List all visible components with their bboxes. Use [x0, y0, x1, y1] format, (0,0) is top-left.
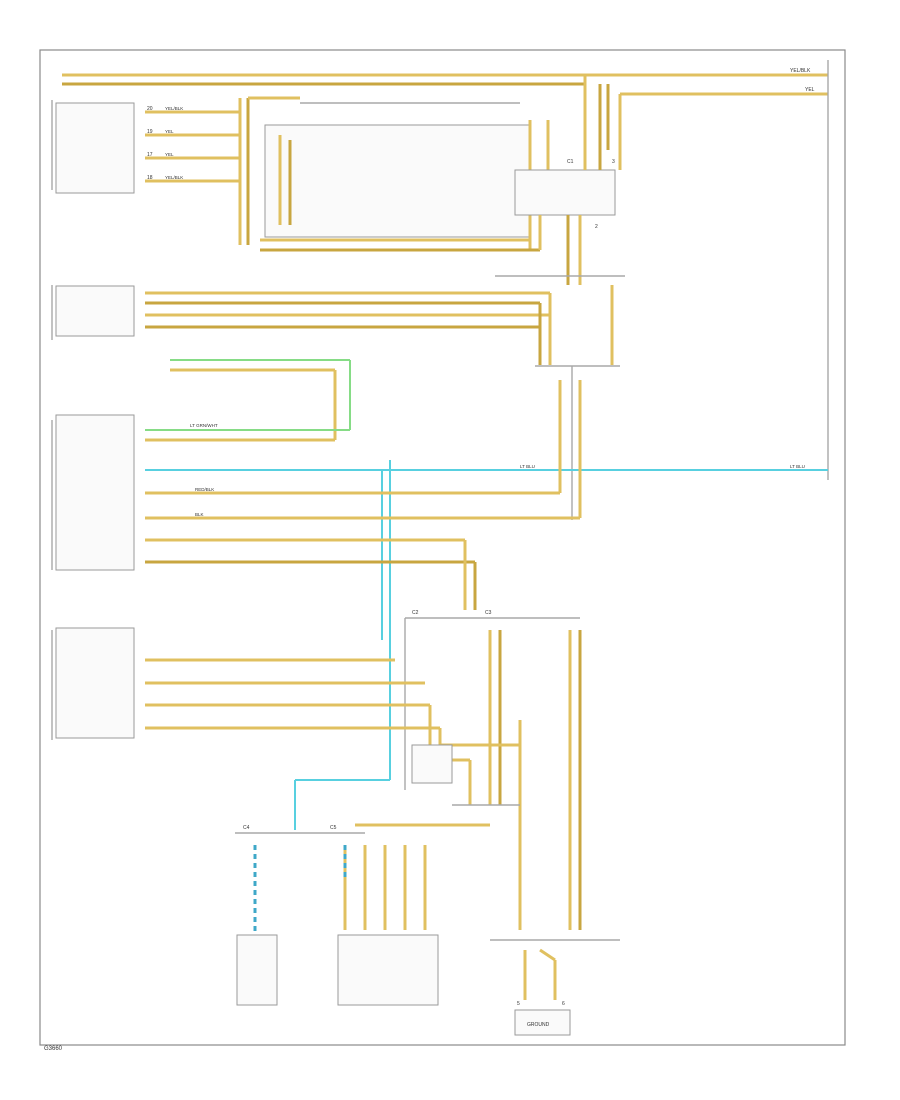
bottom-connector-bar: [235, 823, 490, 935]
green-loop: [145, 359, 351, 442]
ground-label: GROUND: [527, 1022, 550, 1028]
wire-color-label: BLK: [195, 512, 204, 517]
wire-color-label: YEL/BLK: [165, 106, 183, 111]
pin-label: 3: [612, 159, 615, 165]
wire-color-label: YEL: [165, 129, 174, 134]
left-connector-block-4: [51, 627, 522, 930]
wire-color-label: LT BLU: [790, 464, 805, 469]
mid-bus: [145, 275, 625, 520]
connector-label: C5: [330, 825, 337, 831]
top-right-label-2: YEL: [805, 87, 815, 93]
inner-loop: [260, 120, 550, 252]
pin-label: 2: [595, 224, 598, 230]
footer-label: G3660: [44, 1046, 63, 1052]
left-connector-block-3: [51, 414, 135, 571]
top-bus-wires: [62, 60, 829, 480]
pin-label: 20: [147, 106, 153, 112]
wire-color-label: LT BLU: [520, 464, 535, 469]
wire-color-label: YEL: [165, 152, 174, 157]
right-module: [514, 150, 622, 285]
diagram-frame: [39, 49, 846, 1046]
bottom-boxes: [236, 934, 620, 1036]
cyan-bus: [145, 460, 828, 830]
wire-color-label: YEL/BLK: [165, 175, 183, 180]
left-connector-block-2: [51, 285, 135, 340]
center-small-module: [411, 744, 520, 806]
wire-color-label: RED/BLK: [195, 487, 214, 492]
pin-label: 18: [147, 175, 153, 181]
pin-label: 17: [147, 152, 153, 158]
pin-label: 5: [517, 1001, 520, 1007]
left-connector-block-1: [51, 96, 520, 245]
connector-label: C1: [567, 159, 574, 165]
wire-color-label: LT GRN/WHT: [190, 423, 218, 428]
mid-yellow-rows: [145, 380, 582, 610]
connector-label: C2: [412, 610, 419, 616]
connector-label: C3: [485, 610, 492, 616]
top-right-label-1: YEL/BLK: [790, 68, 811, 74]
pin-label: 19: [147, 129, 153, 135]
connector-label: C4: [243, 825, 250, 831]
pin-label: 6: [562, 1001, 565, 1007]
splice-bar-lower: [404, 617, 582, 930]
